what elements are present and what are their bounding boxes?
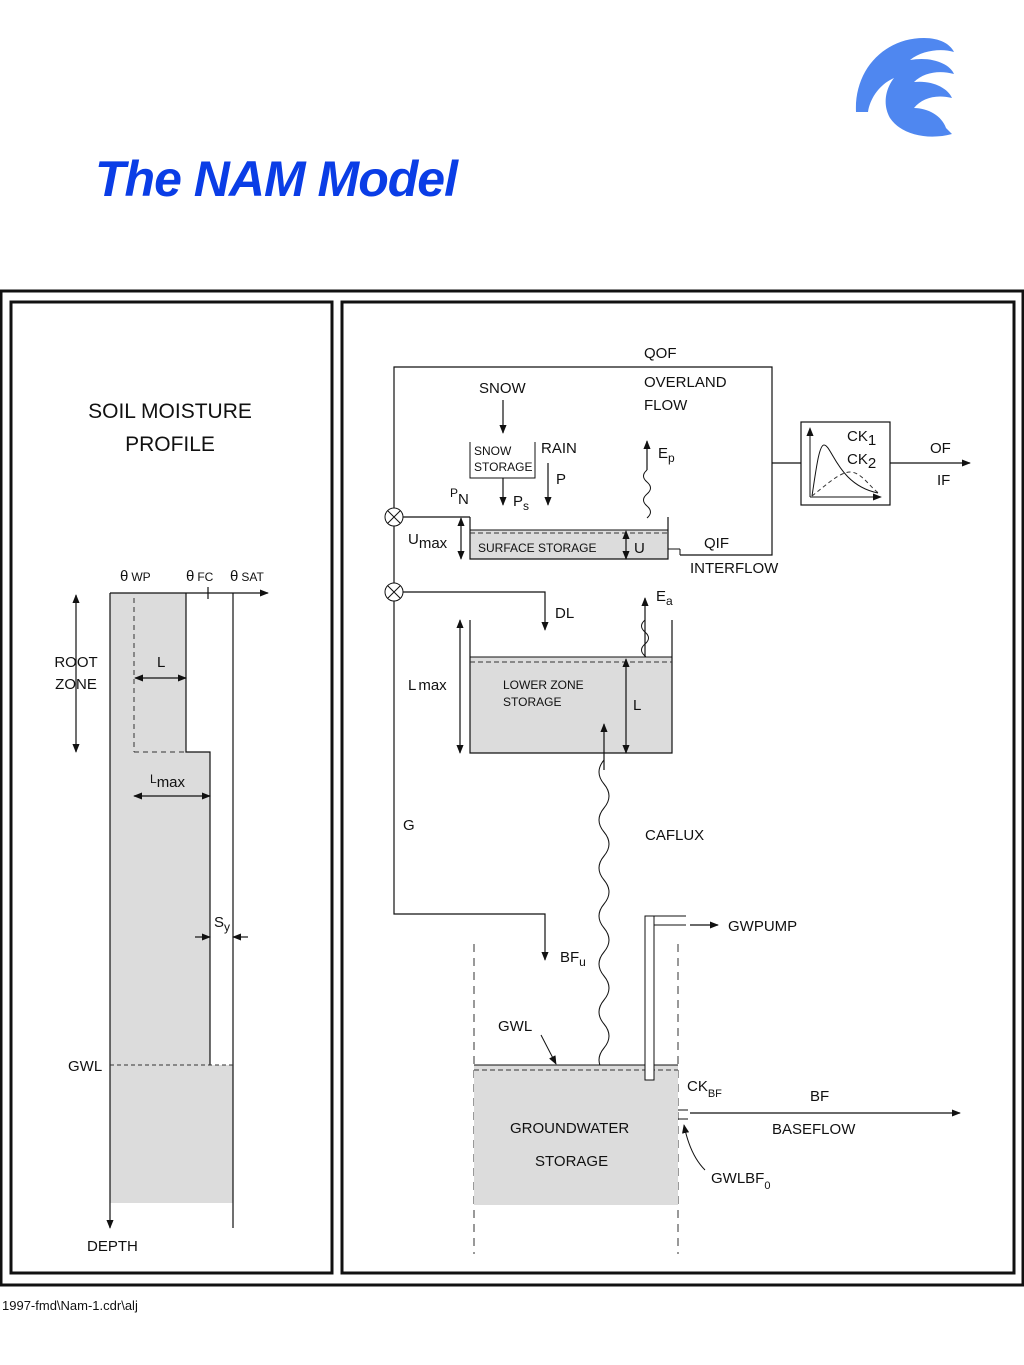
- unit-hydrograph-curve-1: [811, 444, 879, 497]
- ckbf-label: CKBF: [687, 1078, 722, 1100]
- snow-label: SNOW: [479, 380, 527, 397]
- lower-zone-fill: [470, 657, 672, 753]
- outer-frame: [0, 289, 1024, 1287]
- soil-water-area: [110, 593, 233, 1203]
- interflow-label: INTERFLOW: [690, 560, 779, 577]
- gwpump-pipe: [644, 915, 655, 1081]
- caflux-label: CAFLUX: [645, 827, 704, 844]
- gwl-label-left: GWL: [68, 1058, 102, 1075]
- groundwater-label-2: STORAGE: [535, 1153, 608, 1170]
- l-label-lower: L: [633, 697, 641, 714]
- footer-file-reference: 1997-fmd\Nam-1.cdr\alj: [2, 1298, 138, 1313]
- ps-label: Ps: [513, 493, 529, 513]
- bfu-label: BFu: [560, 949, 586, 969]
- groundwater-label-1: GROUNDWATER: [510, 1120, 629, 1137]
- lower-zone-box: [469, 620, 673, 754]
- lmax-label: Lmax: [150, 772, 186, 791]
- soil-profile-edge: [185, 593, 211, 1065]
- unit-hydrograph-curve-2: [811, 471, 881, 497]
- qof-label: QOF: [644, 345, 677, 362]
- p-label: P: [556, 471, 566, 488]
- sy-label: Sy: [214, 914, 230, 934]
- baseflow-label: BASEFLOW: [772, 1121, 856, 1138]
- qif-label: QIF: [704, 535, 729, 552]
- surface-storage-fill: [470, 530, 668, 559]
- overland-flow-box: [393, 366, 773, 556]
- u-label: U: [634, 540, 645, 557]
- ea-label: Ea: [656, 588, 673, 608]
- rain-label: RAIN: [541, 440, 577, 457]
- g-label: G: [403, 817, 415, 834]
- overland-label-2: FLOW: [644, 397, 688, 414]
- pn-label: PN: [450, 486, 469, 508]
- of-label: OF: [930, 440, 951, 457]
- caflux-wave: [598, 759, 610, 1085]
- root-zone-label-2: ZONE: [55, 676, 97, 693]
- ck1-label: CK1: [847, 428, 876, 449]
- root-zone-label-1: ROOT: [54, 654, 97, 671]
- gwl-label-right: GWL: [498, 1018, 532, 1035]
- bf-label: BF: [810, 1088, 829, 1105]
- l-label: L: [157, 654, 165, 671]
- page-title: The NAM Model: [95, 151, 458, 207]
- depth-label: DEPTH: [87, 1238, 138, 1255]
- surface-storage-box: [469, 517, 669, 560]
- umax-label: Umax: [408, 531, 448, 552]
- overland-label-1: OVERLAND: [644, 374, 727, 391]
- ep-label: Ep: [658, 445, 675, 465]
- surface-storage-label: SURFACE STORAGE: [478, 541, 596, 555]
- profile-heading-2: PROFILE: [125, 433, 215, 456]
- right-panel-frame: [340, 300, 1016, 1275]
- if-label: IF: [937, 472, 950, 489]
- nam-structure: QOF OVERLAND FLOW SNOW SNOW STORAGE Ps R…: [384, 345, 971, 1254]
- snow-storage-label-1: SNOW: [474, 444, 512, 458]
- snow-storage-label-2: STORAGE: [474, 460, 532, 474]
- groundwater-storage-fill: [474, 1065, 678, 1205]
- gwlbf0-label: GWLBF0: [711, 1170, 770, 1192]
- gwpump-label: GWPUMP: [728, 918, 797, 935]
- lower-zone-label-1: LOWER ZONE: [503, 678, 584, 692]
- ck2-label: CK2: [847, 451, 876, 472]
- lower-zone-label-2: STORAGE: [503, 695, 561, 709]
- wave-logo-icon: [855, 38, 954, 137]
- dl-label: DL: [555, 605, 574, 622]
- left-panel-frame: [9, 300, 334, 1275]
- profile-heading-1: SOIL MOISTURE: [88, 400, 252, 423]
